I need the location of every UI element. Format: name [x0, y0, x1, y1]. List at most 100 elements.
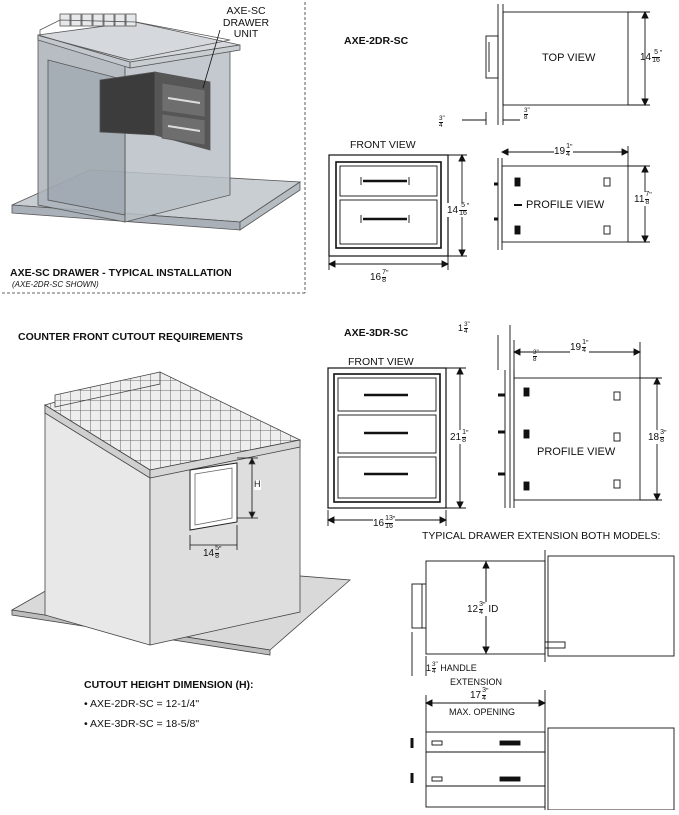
- dim-whole: 1: [458, 322, 464, 333]
- dim-unit: ": [483, 602, 486, 609]
- dim-whole: 18: [648, 431, 660, 443]
- dim-whole: 1: [426, 662, 432, 673]
- handle-label: HANDLE: [440, 662, 477, 673]
- cutout-title: COUNTER FRONT CUTOUT REQUIREMENTS: [18, 331, 243, 343]
- dim-unit: ": [536, 349, 539, 356]
- installation-illustration: [11, 13, 302, 231]
- dr2-top-view-label: TOP VIEW: [542, 52, 596, 64]
- dim-unit: ": [649, 192, 652, 199]
- dim-unit: ": [442, 115, 445, 122]
- install-subtitle: (AXE-2DR-SC SHOWN): [12, 280, 99, 289]
- dim-whole: 12: [467, 603, 479, 615]
- dim-denominator: 8: [462, 436, 467, 444]
- dim-unit: ": [586, 340, 589, 347]
- dim-unit: ": [392, 516, 396, 523]
- dim-unit: ": [659, 50, 663, 57]
- dim-numerator: 3: [482, 687, 487, 696]
- dim-denominator: 4: [479, 608, 484, 616]
- cutout-illustration: [10, 371, 351, 656]
- dim-whole: 17: [470, 689, 482, 701]
- dim-numerator: 5: [459, 202, 467, 211]
- extension-opening-drawing: [410, 690, 675, 811]
- dr2-front-view: [327, 153, 467, 270]
- dim-denominator: 4: [464, 327, 468, 335]
- callout-line: DRAWER: [222, 16, 270, 29]
- dim-whole: 21: [450, 431, 462, 443]
- dim-denominator: 8: [382, 276, 387, 284]
- dim-numerator: 7: [382, 269, 387, 278]
- dim-denominator: 8: [524, 113, 528, 121]
- dim-numerator: 7: [645, 191, 650, 200]
- dim-unit: ": [219, 546, 222, 553]
- dim-numerator: 5: [215, 545, 220, 554]
- dim-whole: 19: [554, 145, 566, 157]
- dim-unit: ": [527, 107, 530, 114]
- dim-denominator: 4: [482, 694, 487, 702]
- callout-line: AXE-SC: [226, 5, 266, 17]
- dim-numerator: 1: [582, 339, 587, 348]
- extension-opening-label: MAX. OPENING: [449, 707, 516, 717]
- dr3-model-label: AXE-3DR-SC: [344, 327, 409, 339]
- dim-denominator: 4: [582, 346, 587, 354]
- dim-denominator: 8: [645, 198, 650, 206]
- callout-line: UNIT: [233, 28, 259, 41]
- dim-unit: ": [467, 321, 470, 328]
- dim-denominator: 4: [432, 667, 436, 675]
- dim-whole: 16: [373, 517, 385, 529]
- install-title: AXE-SC DRAWER - TYPICAL INSTALLATION: [10, 267, 232, 279]
- dr2-profile-view: [494, 146, 650, 250]
- dim-denominator: 16: [385, 522, 393, 530]
- dim-whole: 14: [203, 547, 215, 559]
- dim-numerator: 3: [524, 107, 528, 115]
- dim-whole: 14: [640, 51, 652, 63]
- extension-handle-label-2: EXTENSION: [450, 677, 503, 687]
- dim-unit: ": [386, 270, 389, 277]
- dim-numerator: 1: [462, 429, 467, 438]
- drawer-unit-callout: AXE-SC DRAWER UNIT: [222, 5, 270, 41]
- dim-unit: ": [435, 661, 438, 668]
- dim-denominator: 4: [566, 150, 571, 158]
- dim-denominator: 8: [660, 436, 665, 444]
- dim-numerator: 3: [533, 349, 537, 357]
- install-panel-border: [2, 2, 306, 294]
- cutout-h-label: H: [254, 479, 261, 490]
- cutout-height-item: • AXE-2DR-SC = 12-1/4": [84, 698, 200, 710]
- dim-denominator: 16: [652, 56, 660, 64]
- dim-unit: ": [486, 688, 489, 695]
- dim-numerator: 13: [385, 515, 393, 524]
- dim-numerator: 3: [464, 321, 468, 329]
- dim-denominator: 8: [533, 355, 537, 363]
- dim-whole: 19: [570, 341, 582, 353]
- dr2-front-view-label: FRONT VIEW: [350, 139, 416, 151]
- dr3-front-view-label: FRONT VIEW: [348, 356, 414, 368]
- cutout-item-text: AXE-3DR-SC = 18-5/8": [90, 718, 200, 730]
- extension-id-drawing: [411, 550, 675, 676]
- dim-unit: ": [570, 144, 573, 151]
- dim-denominator: 8: [215, 552, 220, 560]
